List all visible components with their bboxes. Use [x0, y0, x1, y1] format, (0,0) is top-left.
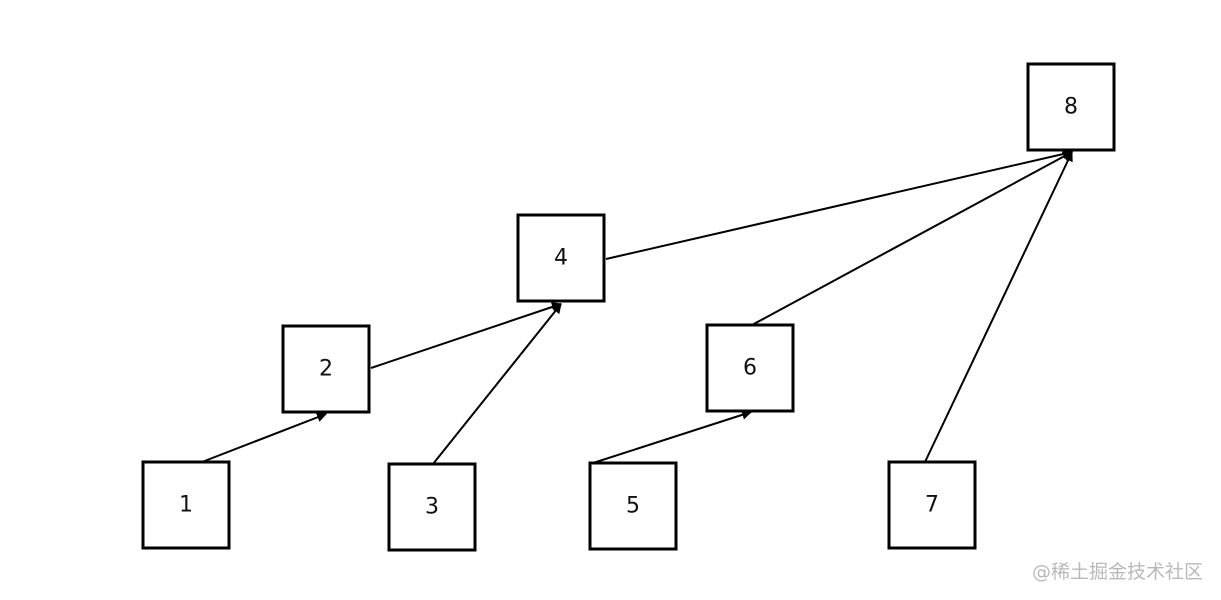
node-8: 8 [1026, 62, 1116, 152]
node-label: 3 [425, 495, 439, 520]
node-5: 5 [588, 461, 678, 551]
edge-n5-n6 [592, 410, 752, 464]
node-6: 6 [705, 323, 795, 413]
node-label: 7 [925, 493, 939, 518]
edge-n3-n4 [432, 303, 562, 465]
node-box [588, 461, 678, 551]
edges-layer [201, 149, 1073, 465]
node-4: 4 [516, 213, 606, 303]
node-box [281, 324, 371, 414]
node-2: 2 [281, 324, 371, 414]
edge-n6-n8 [751, 151, 1073, 326]
node-label: 8 [1064, 95, 1078, 120]
node-label: 1 [179, 493, 193, 518]
node-1: 1 [141, 460, 231, 550]
node-label: 6 [743, 356, 757, 381]
node-box [1026, 62, 1116, 152]
node-box [705, 323, 795, 413]
node-label: 5 [626, 494, 640, 519]
node-box [141, 460, 231, 550]
nodes-layer: 1 2 3 4 5 6 7 8 [141, 62, 1116, 552]
node-label: 4 [554, 246, 568, 271]
node-label: 2 [319, 357, 333, 382]
node-box [887, 460, 977, 550]
edge-n1-n2 [201, 412, 327, 463]
edge-n2-n4 [370, 302, 562, 369]
node-box [516, 213, 606, 303]
node-3: 3 [387, 462, 477, 552]
node-box [387, 462, 477, 552]
node-7: 7 [887, 460, 977, 550]
edge-n7-n8 [924, 151, 1073, 463]
watermark-text: @稀土掘金技术社区 [1031, 561, 1203, 583]
edge-n4-n8 [605, 149, 1073, 260]
